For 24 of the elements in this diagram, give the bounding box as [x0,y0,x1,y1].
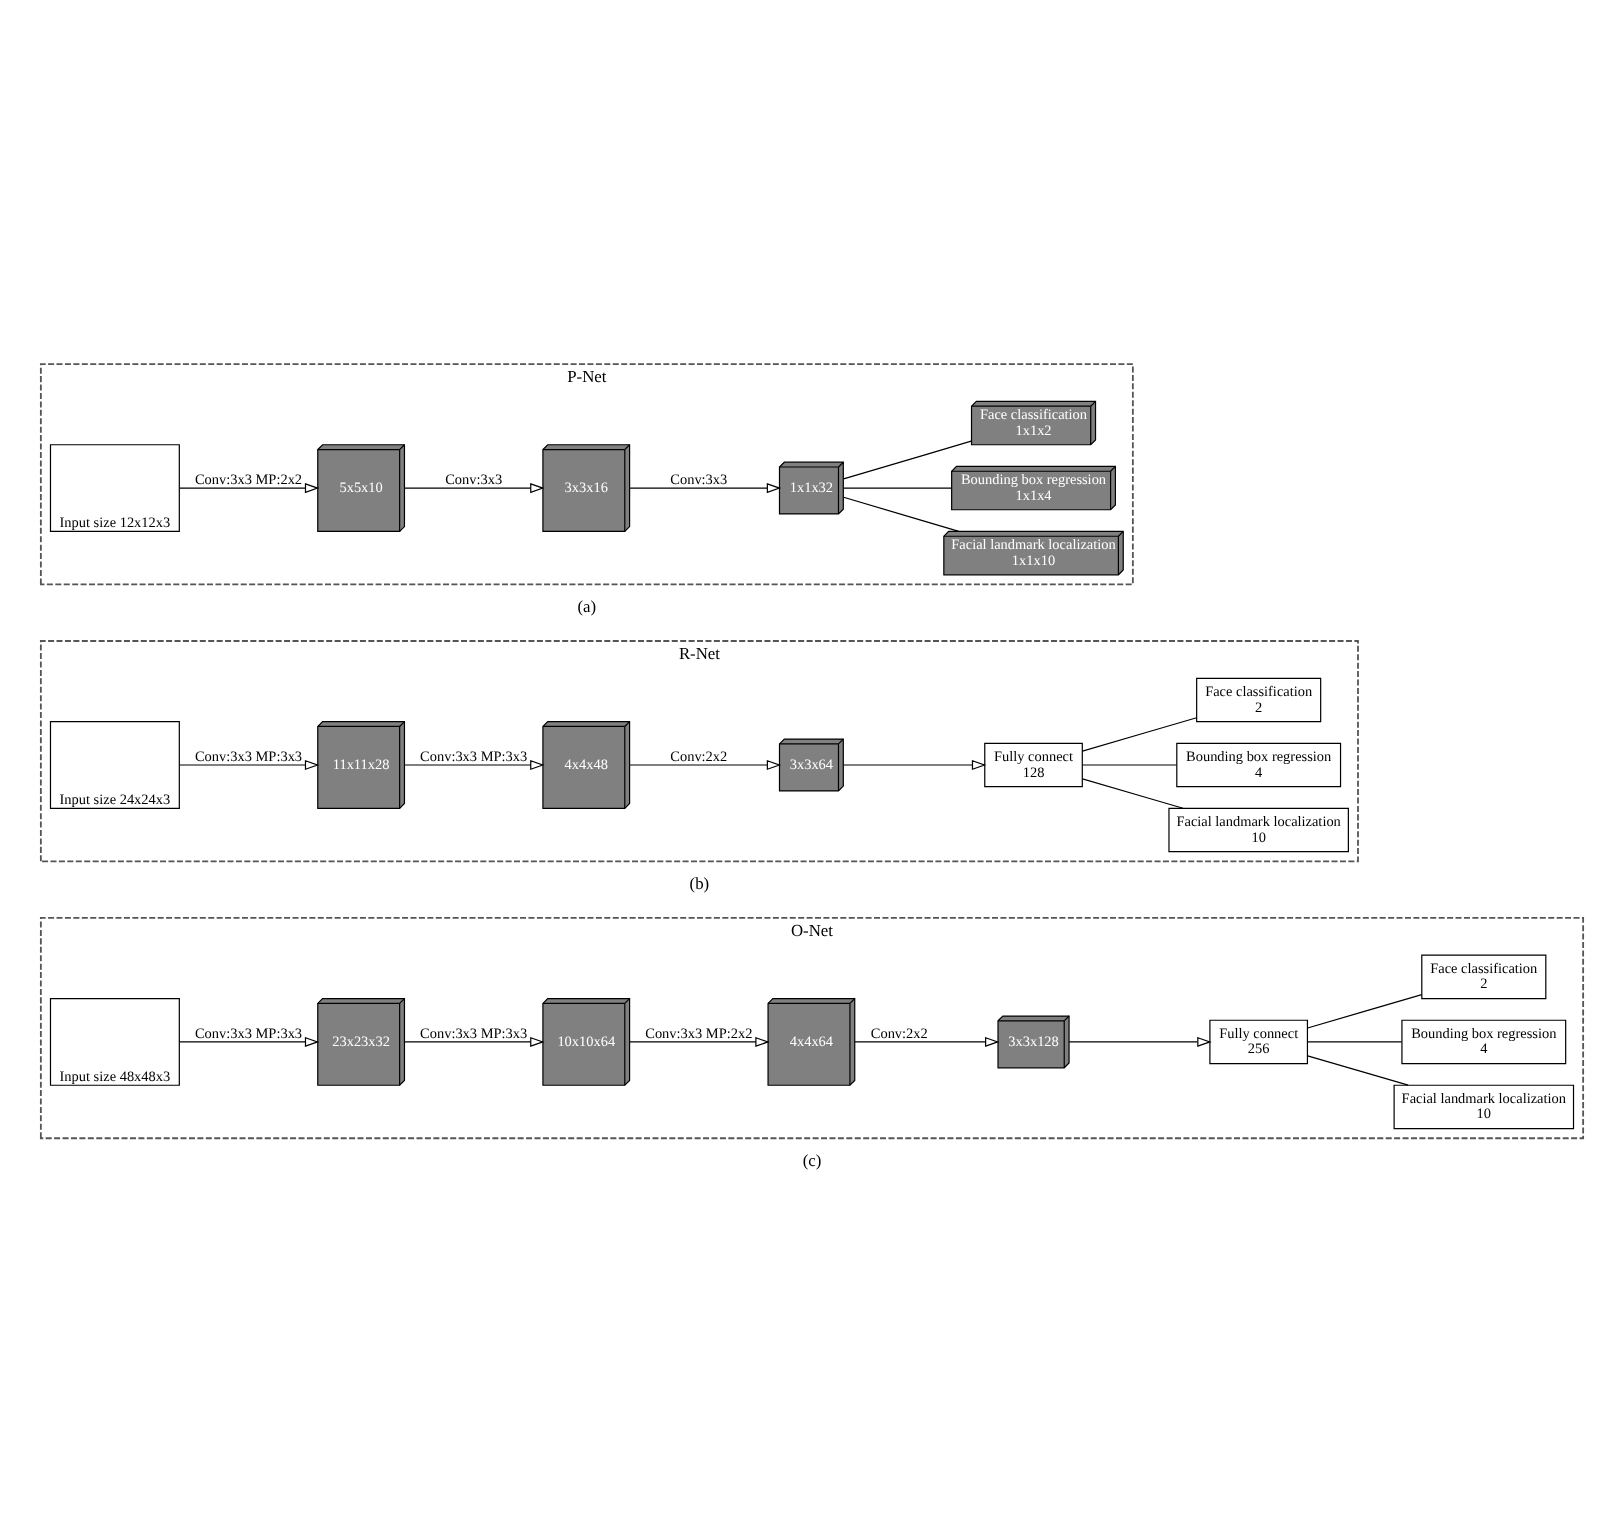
arrow [843,759,987,771]
arrow [629,1036,770,1047]
arrow [404,483,545,494]
arrow [404,759,545,771]
connector [843,440,972,480]
connector [843,496,960,532]
arrow [178,1036,320,1047]
arrow [629,483,782,494]
arrow [178,483,320,494]
node-label: (b) [689,873,710,894]
connector [1081,717,1198,752]
connector [1081,778,1184,809]
arrow [404,1036,545,1047]
arrow [178,759,320,771]
arrow [854,1036,1000,1047]
connector [1081,764,1178,766]
connector [1307,1041,1403,1043]
connector [1307,994,1423,1029]
arrow [629,759,782,771]
node-label: (c) [802,1150,822,1171]
node-label: (a) [577,596,597,617]
arrow [1068,1036,1212,1047]
connector [843,487,952,489]
connector [1307,1055,1409,1086]
